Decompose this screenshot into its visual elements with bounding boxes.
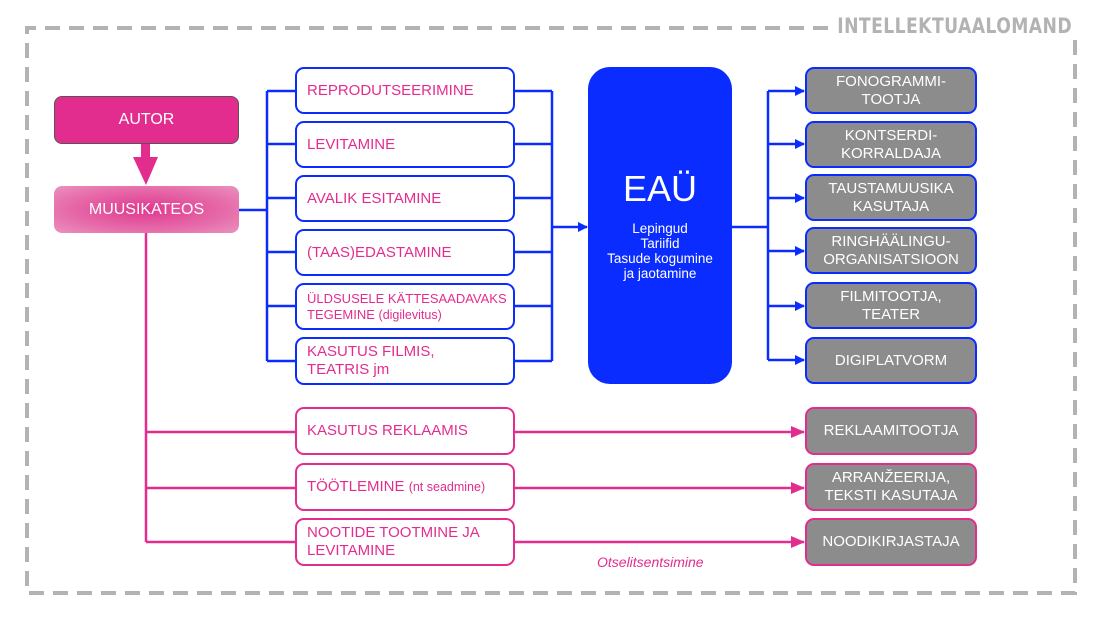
eau-organization-box: EAÜ Lepingud Tariifid Tasude kogumine ja…: [588, 67, 732, 384]
use-label: AVALIK ESITAMINE: [307, 189, 442, 207]
author-label: AUTOR: [118, 111, 175, 128]
user-label: REKLAAMITOOTJA: [823, 422, 959, 439]
user-box-digital-platform: DIGIPLATVORM: [805, 337, 977, 384]
use-box-distribution: LEVITAMINE: [295, 121, 515, 168]
direct-user-box-ad-producer: REKLAAMITOOTJA: [805, 407, 977, 455]
direct-use-box-advertising: KASUTUS REKLAAMIS: [295, 407, 515, 455]
use-label: LEVITAMINE: [307, 135, 396, 153]
use-label: KASUTUS FILMIS, TEATRIS jm: [307, 343, 435, 378]
direct-use-box-adaptation: TÖÖTLEMINE (nt seadmine): [295, 463, 515, 511]
user-label: ARRANŽEERIJA,TEKSTI KASUTAJA: [824, 469, 958, 504]
user-box-concert-organizer: KONTSERDI-KORRALDAJA: [805, 121, 977, 168]
direct-use-box-sheet-music: NOOTIDE TOOTMINE JA LEVITAMINE: [295, 518, 515, 566]
eau-function: Tariifid: [640, 236, 680, 251]
music-work-box: MUUSIKATEOS: [54, 186, 239, 233]
use-label: ÜLDSUSELE KÄTTESAADAVAKS TEGEMINE (digil…: [307, 290, 507, 322]
use-box-film-theatre: KASUTUS FILMIS, TEATRIS jm: [295, 337, 515, 385]
use-note: (nt seadmine): [408, 480, 486, 494]
use-box-public-performance: AVALIK ESITAMINE: [295, 175, 515, 222]
author-arrow-shaft: [141, 144, 150, 158]
user-box-film-producer: FILMITOOTJA,TEATER: [805, 282, 977, 329]
use-label: (TAAS)EDASTAMINE: [307, 243, 452, 261]
direct-user-box-music-publisher: NOODIKIRJASTAJA: [805, 518, 977, 566]
use-label: NOOTIDE TOOTMINE JA LEVITAMINE: [307, 524, 479, 559]
user-box-phonogram-producer: FONOGRAMMI-TOOTJA: [805, 67, 977, 114]
use-box-making-available: ÜLDSUSELE KÄTTESAADAVAKS TEGEMINE (digil…: [295, 283, 515, 330]
user-box-broadcaster: RINGHÄÄLINGU-ORGANISATSIOON: [805, 227, 977, 274]
direct-user-box-arranger: ARRANŽEERIJA,TEKSTI KASUTAJA: [805, 463, 977, 511]
frame-border: [25, 26, 1077, 595]
eau-function: Lepingud: [632, 221, 688, 236]
user-label: FONOGRAMMI-TOOTJA: [836, 72, 946, 108]
use-label: KASUTUS REKLAAMIS: [307, 422, 468, 439]
eau-function: Tasude kogumine: [607, 251, 713, 266]
music-work-label: MUUSIKATEOS: [88, 200, 205, 218]
author-arrow-head: [133, 157, 158, 185]
user-label: KONTSERDI-KORRALDAJA: [840, 126, 942, 162]
eau-function: ja jaotamine: [623, 266, 697, 281]
eau-title: EAÜ: [622, 168, 698, 209]
use-label: REPRODUTSEERIMINE: [307, 81, 474, 99]
user-label: RINGHÄÄLINGU-ORGANISATSIOON: [823, 232, 959, 268]
use-label: TÖÖTLEMINE (nt seadmine): [307, 478, 486, 495]
user-label: FILMITOOTJA,TEATER: [840, 287, 942, 323]
direct-licensing-label: Otselitsentsimine: [597, 554, 704, 570]
author-box: AUTOR: [54, 96, 239, 144]
frame-title: INTELLEKTUAALOMAND: [834, 14, 1076, 38]
eau-functions: Lepingud Tariifid Tasude kogumine ja jao…: [607, 221, 713, 281]
user-label: DIGIPLATVORM: [834, 351, 948, 369]
use-box-retransmission: (TAAS)EDASTAMINE: [295, 229, 515, 276]
use-note: (digilevitus): [378, 307, 442, 322]
use-box-reproduction: REPRODUTSEERIMINE: [295, 67, 515, 114]
user-label: NOODIKIRJASTAJA: [822, 533, 960, 550]
